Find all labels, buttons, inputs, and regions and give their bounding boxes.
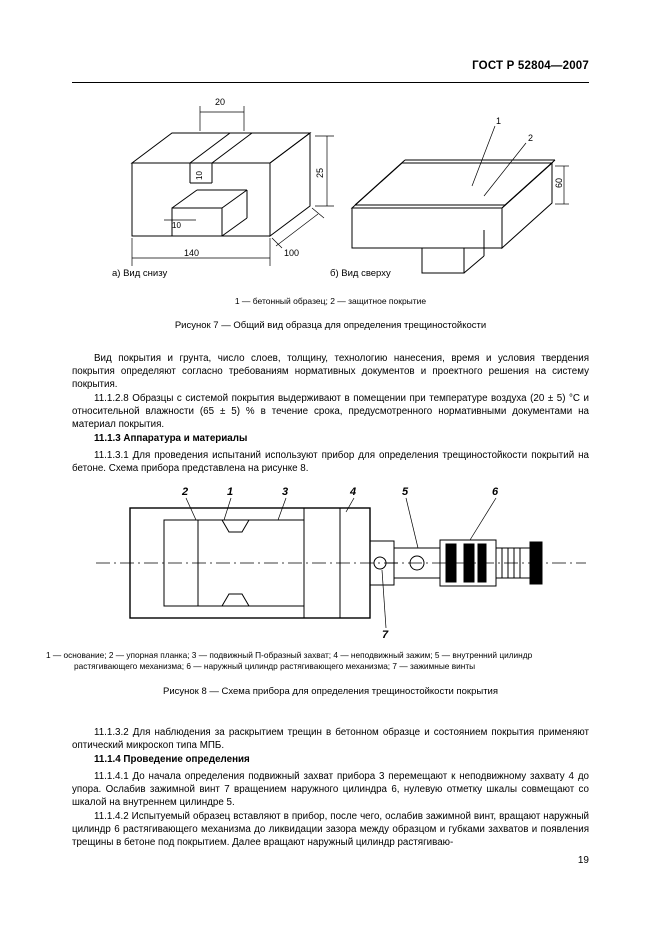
figure-7-legend: 1 — бетонный образец; 2 — защитное покры…	[234, 296, 427, 306]
paragraph-11128: 11.1.2.8 Образцы с системой покрытия выд…	[72, 392, 589, 432]
header-divider	[72, 82, 589, 83]
figure-7-drawing: 20 25 10 10 140	[72, 88, 589, 338]
paragraph-11141: 11.1.4.1 До начала определения подвижный…	[72, 770, 589, 810]
figure-7-caption-a: а) Вид снизу	[112, 268, 168, 279]
dim-100: 100	[284, 248, 299, 258]
figure-8-legend-line-1: 1 — основание; 2 — упорная планка; 3 — п…	[46, 650, 533, 660]
callout-1: 1	[496, 116, 501, 126]
figure-8-title: Рисунок 8 — Схема прибора для определени…	[162, 686, 498, 697]
dim-60: 60	[554, 178, 564, 188]
dim-10-v: 10	[195, 171, 204, 180]
figure-7-caption-b: б) Вид сверху	[330, 268, 391, 279]
dim-140: 140	[184, 248, 199, 258]
dim-10-h: 10	[172, 221, 181, 230]
heading-11-1-4: 11.1.4 Проведение определения	[72, 753, 589, 766]
paragraph-4: 11.1.3.2 Для наблюдения за раскрытием тр…	[72, 727, 589, 752]
paragraph-5: 11.1.4.1 До начала определения подвижный…	[72, 771, 589, 809]
figure-8-callout-3: 3	[282, 486, 288, 498]
figure-8-callout-7: 7	[382, 629, 389, 641]
figure-8-drawing: 2 1 3 4 5 6 7	[46, 478, 626, 648]
figure-8-legend-line-2: растягивающего механизма; 6 — наружный ц…	[74, 661, 476, 671]
paragraph-2: 11.1.2.8 Образцы с системой покрытия выд…	[72, 393, 589, 431]
figure-8-callout-5: 5	[402, 486, 409, 498]
heading-1: 11.1.3 Аппаратура и материалы	[94, 433, 248, 444]
paragraph-11131: 11.1.3.1 Для проведения испытаний исполь…	[72, 449, 589, 475]
page-header: ГОСТ Р 52804—2007	[472, 60, 589, 72]
paragraph-11132: 11.1.3.2 Для наблюдения за раскрытием тр…	[72, 726, 589, 752]
figure-8-callout-4: 4	[349, 486, 356, 498]
paragraph-intro: Вид покрытия и грунта, число слоев, толщ…	[72, 352, 589, 392]
paragraph-6: 11.1.4.2 Испытуемый образец вставляют в …	[72, 811, 589, 849]
paragraph-11142: 11.1.4.2 Испытуемый образец вставляют в …	[72, 810, 589, 850]
paragraph-1: Вид покрытия и грунта, число слоев, толщ…	[72, 353, 589, 391]
dim-20: 20	[215, 97, 225, 107]
callout-2: 2	[528, 133, 533, 143]
page-number: 19	[577, 855, 589, 866]
figure-8-legend: 1 — основание; 2 — упорная планка; 3 — п…	[46, 650, 616, 672]
heading-11-1-3: 11.1.3 Аппаратура и материалы	[72, 432, 589, 445]
figure-8-callout-1: 1	[227, 486, 233, 498]
figure-7-title: Рисунок 7 — Общий вид образца для опреде…	[174, 320, 487, 331]
figure-8-callout-6: 6	[492, 486, 499, 498]
dim-25: 25	[315, 168, 325, 178]
paragraph-3: 11.1.3.1 Для проведения испытаний исполь…	[72, 450, 589, 475]
figure-8-callout-2: 2	[181, 486, 188, 498]
heading-2: 11.1.4 Проведение определения	[94, 754, 250, 765]
